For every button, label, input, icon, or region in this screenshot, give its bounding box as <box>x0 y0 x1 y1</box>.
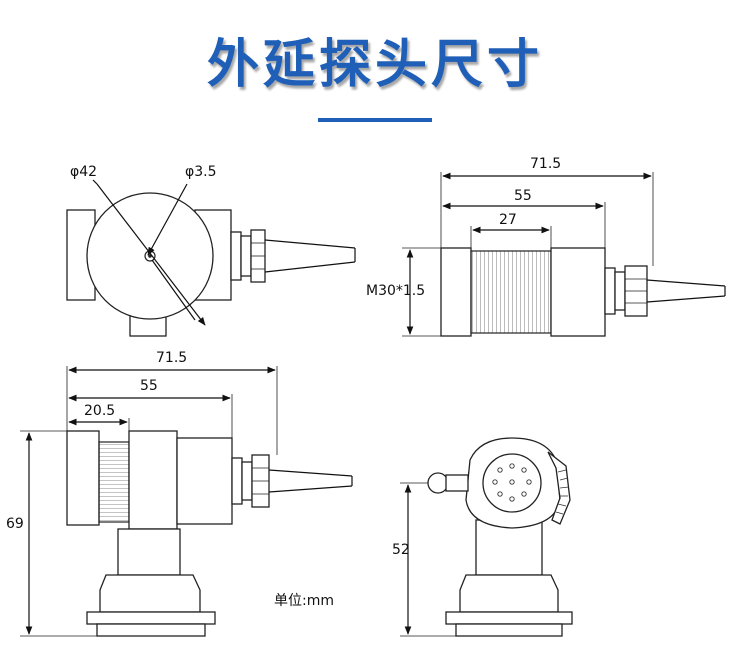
front-20-5-label: 20.5 <box>84 403 115 419</box>
thread-label: M30*1.5 <box>366 283 425 299</box>
title-underline <box>318 118 432 122</box>
rear-view: 52 <box>392 437 573 637</box>
side-total-label: 71.5 <box>530 156 561 172</box>
side-view: 71.5 55 27 M30*1.5 <box>366 156 726 337</box>
front-view: 71.5 55 20.5 69 <box>6 350 353 637</box>
height-52-label: 52 <box>392 542 410 558</box>
phi3-5-label: φ3.5 <box>185 164 217 180</box>
side-27-label: 27 <box>499 212 517 228</box>
unit-label: 单位:mm <box>274 593 334 609</box>
front-55-label: 55 <box>140 378 158 394</box>
front-total-label: 71.5 <box>156 350 187 366</box>
height-69-label: 69 <box>6 516 24 532</box>
side-55-label: 55 <box>514 188 532 204</box>
end-view: φ42 φ3.5 <box>66 164 356 337</box>
page-title: 外延探头尺寸 <box>206 35 543 95</box>
phi42-label: φ42 <box>70 164 97 180</box>
